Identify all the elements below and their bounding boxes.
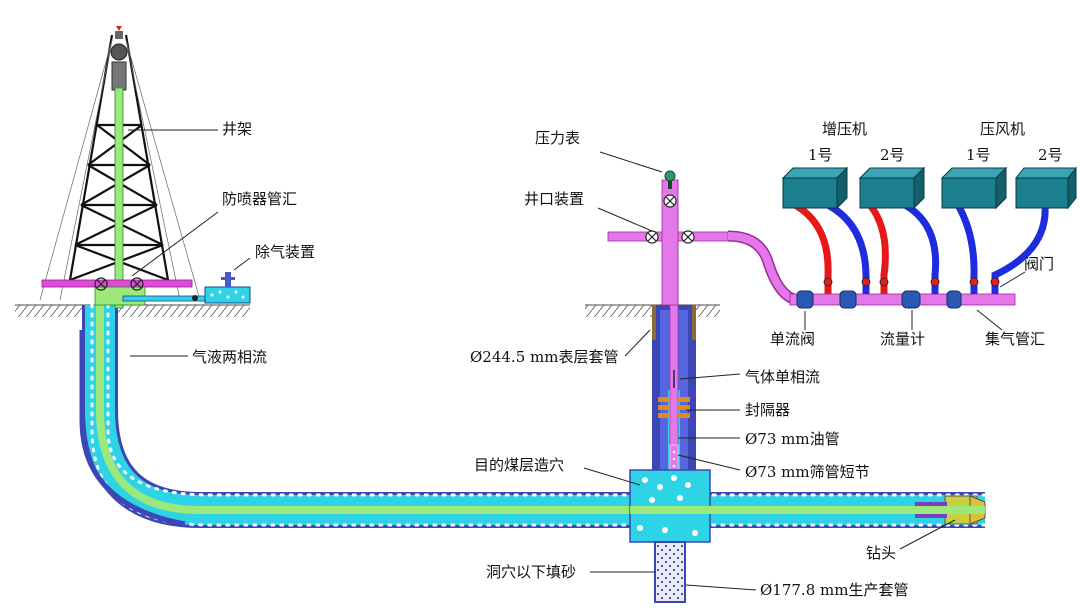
booster-2 xyxy=(858,166,926,210)
booster-1 xyxy=(781,166,849,210)
label-cavity: 目的煤层造穴 xyxy=(474,456,565,474)
screen-sub xyxy=(669,444,679,471)
crown-block xyxy=(110,26,128,91)
label-surface-casing: Ø244.5 mm表层套管 xyxy=(470,348,619,366)
label-gas-single-flow: 气体单相流 xyxy=(745,368,821,386)
label-booster-1: 1号 xyxy=(808,146,833,164)
cavity-lateral-pipe xyxy=(630,506,985,514)
ground-left xyxy=(15,304,250,317)
degassing-unit xyxy=(204,272,251,304)
wellhead-valves xyxy=(645,194,695,244)
wellhead-assembly xyxy=(607,179,801,306)
label-compressor-1: 1号 xyxy=(966,146,991,164)
hose-valves xyxy=(823,277,1000,287)
label-tubing: Ø73 mm油管 xyxy=(745,430,840,448)
label-bop-manifold: 防喷器管汇 xyxy=(222,190,298,208)
label-flowmeter: 流量计 xyxy=(880,330,926,348)
manifold-fittings xyxy=(796,290,962,309)
drill-pipe xyxy=(114,87,124,309)
label-booster: 增压机 xyxy=(822,120,868,138)
label-wellhead: 井口装置 xyxy=(524,190,585,208)
packer xyxy=(658,397,690,418)
label-sand-fill: 洞穴以下填砂 xyxy=(486,563,577,581)
pressure-gauge xyxy=(664,170,676,189)
compressor-2 xyxy=(1014,166,1078,210)
label-compressor: 压风机 xyxy=(980,120,1026,138)
label-gas-liquid-flow: 气液两相流 xyxy=(192,348,268,366)
label-degassing-unit: 除气装置 xyxy=(255,243,316,261)
sand-fill xyxy=(654,541,686,603)
leader-lines xyxy=(128,129,1026,591)
label-drill-bit: 钻头 xyxy=(866,544,897,562)
label-derrick: 井架 xyxy=(222,120,253,138)
derrick-guy-lines xyxy=(39,39,201,301)
flow-line-to-degasser xyxy=(122,295,206,302)
label-valve: 阀门 xyxy=(1024,255,1055,273)
label-compressor-2: 2号 xyxy=(1038,146,1063,164)
label-check-valve: 单流阀 xyxy=(770,330,816,348)
label-production-casing: Ø177.8 mm生产套管 xyxy=(760,581,909,599)
label-screen-sub: Ø73 mm筛管短节 xyxy=(745,463,870,481)
hoses xyxy=(793,201,1049,294)
outer-casing-curve xyxy=(79,330,186,527)
label-booster-2: 2号 xyxy=(880,146,905,164)
lateral-wellbore xyxy=(82,303,987,528)
label-packer: 封隔器 xyxy=(745,401,791,419)
label-pressure-gauge: 压力表 xyxy=(535,129,581,147)
compressor-1 xyxy=(940,166,1008,210)
bop-valves xyxy=(94,277,144,291)
label-gas-manifold: 集气管汇 xyxy=(985,330,1046,348)
